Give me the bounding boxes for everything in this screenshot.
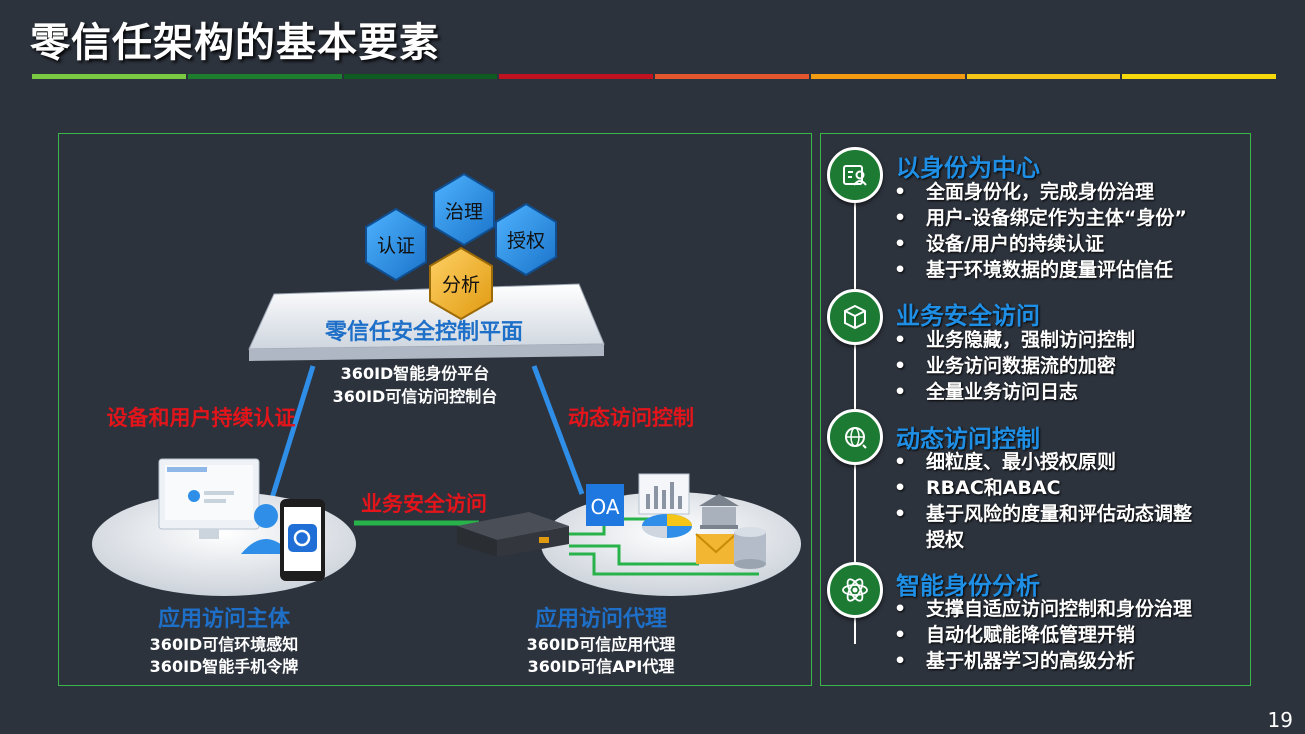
- section-item: • 业务访问数据流的加密: [894, 353, 1239, 379]
- color-bar-segment: [32, 74, 186, 79]
- circuit-line: [569, 552, 759, 576]
- left-node-title: 应用访问主体: [158, 606, 291, 632]
- color-bar-segment: [499, 74, 653, 79]
- right-node-line-1: 360ID可信应用代理: [527, 635, 676, 654]
- pie-chart-icon: [642, 514, 692, 538]
- oa-app-icon: OA: [586, 484, 624, 526]
- bullet-marker: •: [894, 451, 907, 473]
- section-item: • 用户-设备绑定作为主体“身份”: [894, 205, 1239, 231]
- section-item-text: 基于风险的度量和评估动态调整授权: [926, 503, 1193, 551]
- section-item-text: 业务隐藏，强制访问控制: [926, 329, 1136, 351]
- section-item-text: 全量业务访问日志: [926, 381, 1079, 403]
- section-item: • 全面身份化，完成身份治理: [894, 179, 1239, 205]
- section-item-text: 支撑自适应访问控制和身份治理: [926, 598, 1193, 620]
- color-bar-segment: [810, 74, 965, 79]
- hexagon-governance-label: 治理: [445, 201, 483, 223]
- title-color-bar: [32, 74, 1278, 79]
- right-node-title: 应用访问代理: [535, 606, 667, 632]
- hexagon-authentication-label: 认证: [377, 235, 415, 257]
- right-edge-label: 动态访问控制: [568, 406, 694, 430]
- platform-edge: [249, 344, 604, 361]
- section-item: • 基于环境数据的度量评估信任: [894, 257, 1239, 283]
- color-bar-segment: [655, 74, 809, 79]
- color-bar-segment: [966, 74, 1121, 79]
- left-node-line-2: 360ID智能手机令牌: [150, 657, 299, 676]
- database-cylinder-icon: [734, 527, 766, 569]
- hexagon-authentication: [365, 207, 427, 282]
- section-item: • 全量业务访问日志: [894, 379, 1239, 405]
- right-edge-line: [531, 365, 585, 495]
- email-envelope-icon: [695, 533, 737, 564]
- architecture-diagram-panel: 治理 认证 授权 分析 零信任安全控制平面 360ID智能身份平台 360ID可…: [58, 133, 812, 686]
- section-item-text: 全面身份化，完成身份治理: [926, 181, 1155, 203]
- access-proxy-gateway-icon: [457, 512, 569, 557]
- circuit-line: [569, 544, 699, 566]
- report-chart-icon: [638, 473, 690, 515]
- bottom-edge-label: 业务安全访问: [361, 492, 487, 516]
- section-item: • 基于风险的度量和评估动态调整授权: [894, 501, 1204, 553]
- platform-sub-line-1: 360ID智能身份平台: [341, 364, 490, 383]
- section-item-text: 基于环境数据的度量评估信任: [926, 259, 1174, 281]
- bank-building-icon: [699, 494, 739, 529]
- bullet-marker: •: [894, 650, 907, 672]
- left-edge-label: 设备和用户持续认证: [107, 406, 296, 430]
- section-item-text: 自动化赋能降低管理开销: [926, 624, 1136, 646]
- elements-list-panel: 以身份为中心 • 全面身份化，完成身份治理 • 用户-设备绑定作为主体“身份” • 设…: [820, 133, 1251, 686]
- page-number: 19: [1267, 708, 1293, 732]
- section-item: • RBAC和ABAC: [894, 475, 1239, 501]
- platform-label: 零信任安全控制平面: [324, 319, 523, 345]
- section-item: • 业务隐藏，强制访问控制: [894, 327, 1239, 353]
- hexagon-analysis-label: 分析: [442, 274, 480, 296]
- section-item: • 细粒度、最小授权原则: [894, 449, 1239, 475]
- section-item: • 自动化赋能降低管理开销: [894, 622, 1239, 648]
- section-item: • 设备/用户的持续认证: [894, 231, 1239, 257]
- hexagon-analysis: [429, 246, 493, 321]
- section-item-text: 基于机器学习的高级分析: [926, 650, 1136, 672]
- section-item-text: 用户-设备绑定作为主体“身份”: [926, 207, 1187, 229]
- page-title: 零信任架构的基本要素: [30, 20, 440, 66]
- hexagon-authorization-label: 授权: [507, 230, 545, 252]
- section-item-text: 设备/用户的持续认证: [926, 233, 1104, 255]
- section-title-identity: 以身份为中心: [896, 154, 1040, 182]
- section-item: • 支撑自适应访问控制和身份治理: [894, 596, 1239, 622]
- user-person-icon: [241, 504, 291, 554]
- hexagon-governance: [433, 172, 495, 247]
- bullet-marker: •: [894, 329, 907, 351]
- section-title-dynamic-control: 动态访问控制: [896, 425, 1040, 453]
- bullet-marker: •: [894, 503, 907, 525]
- hexagon-authorization: [495, 202, 557, 277]
- architecture-diagram: 治理 认证 授权 分析 零信任安全控制平面 360ID智能身份平台 360ID可…: [92, 172, 801, 676]
- bullet-marker: •: [894, 624, 907, 646]
- section-item: • 基于机器学习的高级分析: [894, 648, 1239, 674]
- bullet-marker: •: [894, 598, 907, 620]
- circuit-line: [569, 517, 659, 536]
- bullet-marker: •: [894, 355, 907, 377]
- bullet-marker: •: [894, 381, 907, 403]
- bullet-marker: •: [894, 207, 907, 229]
- bullet-marker: •: [894, 181, 907, 203]
- cube-icon: [827, 289, 883, 345]
- atom-icon: [827, 562, 883, 618]
- section-title-business-access: 业务安全访问: [896, 302, 1040, 330]
- left-node-line-1: 360ID可信环境感知: [150, 635, 299, 654]
- section-item-text: 业务访问数据流的加密: [926, 355, 1117, 377]
- color-bar-segment: [343, 74, 498, 79]
- globe-sync-icon: [827, 409, 883, 465]
- section-title-intelligent-analysis: 智能身份分析: [896, 572, 1040, 600]
- bullet-marker: •: [894, 233, 907, 255]
- section-item-text: RBAC和ABAC: [926, 477, 1061, 499]
- oa-label: OA: [590, 495, 619, 519]
- smartphone-token-icon: [280, 499, 325, 581]
- color-bar-segment: [187, 74, 342, 79]
- computer-monitor-icon: [158, 458, 260, 539]
- bullet-marker: •: [894, 259, 907, 281]
- right-node-line-2: 360ID可信API代理: [528, 657, 675, 676]
- color-bar-segment: [1122, 74, 1276, 79]
- section-item-text: 细粒度、最小授权原则: [926, 451, 1117, 473]
- bullet-marker: •: [894, 477, 907, 499]
- identity-card-icon: [827, 147, 883, 203]
- platform-sub-line-2: 360ID可信访问控制台: [333, 387, 498, 406]
